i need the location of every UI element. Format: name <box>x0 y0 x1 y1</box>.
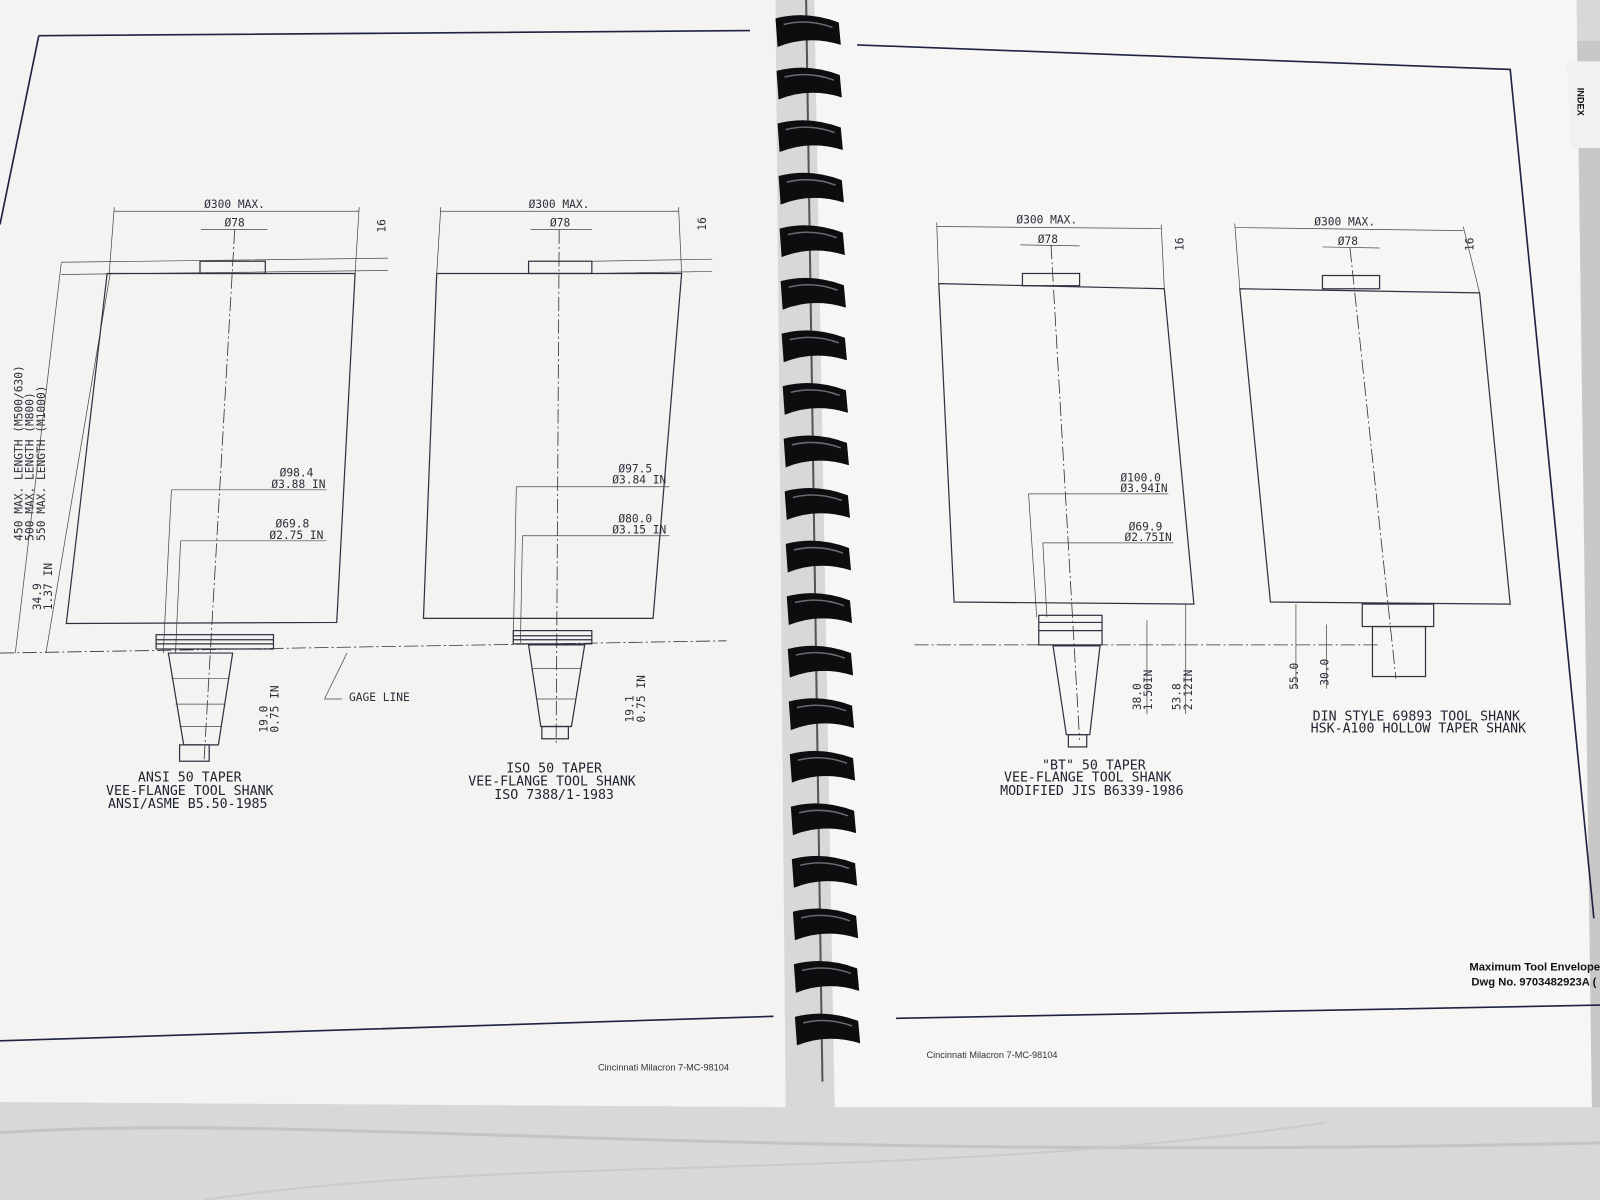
dim-text: Ø78 <box>1038 233 1059 246</box>
dim-text: 16 <box>376 219 389 233</box>
page-border <box>0 29 774 1042</box>
dim-text: Ø78 <box>224 217 245 230</box>
dim-text: Ø2.75IN <box>1124 531 1171 544</box>
length-note: 550 MAX. LENGTH (M1000) <box>35 385 48 540</box>
dim-text: Ø78 <box>1338 235 1359 248</box>
dim-text: 1.50IN <box>1142 670 1155 711</box>
drawing-caption: "BT" 50 TAPER <box>1042 758 1146 773</box>
gage-line <box>0 640 727 654</box>
drawing-bt-50: Ø300 MAX. Ø78 16 Ø100.0 Ø3.94IN Ø69.9 Ø2… <box>936 213 1195 799</box>
binding-ring-highlight <box>783 21 833 29</box>
binding-ring-highlight <box>794 599 845 607</box>
binding-ring-highlight <box>792 494 843 502</box>
title-block-dwg-no: Dwg No. 9703482923A ( <box>1471 977 1596 989</box>
drawing-caption: VEE-FLANGE TOOL SHANK <box>1004 771 1172 786</box>
dim-text: 53.8 <box>1171 683 1184 710</box>
dim-text: 19.0 <box>257 705 270 732</box>
dim-text: 16 <box>1174 237 1187 251</box>
drawing-caption: DIN STYLE 69893 TOOL SHANK <box>1313 709 1520 724</box>
drawing-caption: ISO 7388/1-1983 <box>494 788 614 803</box>
title-block-title: Maximum Tool Envelope <box>1469 961 1600 973</box>
binding-ring-highlight <box>791 441 842 449</box>
page-border <box>857 44 1600 1020</box>
comb-binding <box>775 0 861 1082</box>
dim-text: 55.0 <box>1288 663 1301 690</box>
binding-ring-highlight <box>793 546 844 554</box>
binding-ring-highlight <box>802 1019 853 1027</box>
drawing-caption: ISO 50 TAPER <box>506 761 602 776</box>
binding-ring-highlight <box>786 178 836 186</box>
drawing-ansi-50: Ø300 MAX. Ø78 16 Ø98.4 Ø3.88 IN Ø69.8 Ø2… <box>61 198 389 812</box>
binding-ring-highlight <box>800 914 851 922</box>
gage-line-label: GAGE LINE <box>349 691 410 704</box>
binding-ring-highlight <box>795 651 846 659</box>
dim-text: 30.0 <box>1319 658 1332 685</box>
dim-text: Ø98.4 <box>280 467 314 480</box>
binding-ring-highlight <box>790 389 841 397</box>
dim-text: Ø78 <box>550 217 571 230</box>
dim-text: 34.9 <box>31 583 44 610</box>
binding-ring-highlight <box>801 967 852 975</box>
binding-ring-highlight <box>787 231 838 239</box>
binding-ring-highlight <box>785 126 835 134</box>
dim-text: Ø100.0 <box>1120 472 1161 485</box>
length-note: 500 MAX. LENGTH (M800) <box>24 392 37 541</box>
dim-text: Ø97.5 <box>618 462 652 475</box>
dim-text: 16 <box>696 217 709 231</box>
dim-text: 0.75 IN <box>635 675 648 722</box>
drawing-iso-50: Ø300 MAX. Ø78 16 Ø97.5 Ø3.84 IN Ø80.0 Ø3… <box>422 198 713 803</box>
drawing-caption: HSK-A100 HOLLOW TAPER SHANK <box>1311 722 1526 737</box>
drawing-caption: VEE-FLANGE TOOL SHANK <box>106 784 274 799</box>
length-note: 450 MAX. LENGTH (M500/630) <box>12 365 25 541</box>
binding-ring-highlight <box>796 704 847 712</box>
binding-ring-highlight <box>798 809 849 817</box>
index-tab-label: INDEX <box>1576 88 1586 117</box>
dim-text: Ø80.0 <box>618 512 652 525</box>
dim-text: Ø300 MAX. <box>529 198 590 211</box>
binding-ring-highlight <box>799 862 850 870</box>
dim-text: Ø3.88 IN <box>271 478 325 491</box>
dim-text: 1.37 IN <box>42 563 55 610</box>
left-page: 450 MAX. LENGTH (M500/630) 500 MAX. LENG… <box>0 0 786 1108</box>
drawing-caption: MODIFIED JIS B6339-1986 <box>1000 784 1183 799</box>
dim-text: Ø300 MAX. <box>204 198 265 211</box>
drawing-caption: ANSI 50 TAPER <box>138 771 242 786</box>
dim-text: 38.0 <box>1131 683 1144 710</box>
index-tab[interactable]: INDEX <box>1566 61 1600 148</box>
right-page: INDEX Ø300 MAX. Ø78 16 Ø100.0 Ø3.94IN Ø6… <box>814 0 1600 1108</box>
dim-text: Ø3.94IN <box>1120 482 1167 495</box>
dim-text: 16 <box>1463 237 1476 251</box>
dim-text: 2.12IN <box>1182 670 1195 711</box>
dim-text: 0.75 IN <box>269 685 282 732</box>
drawing-hsk-a100: Ø300 MAX. Ø78 16 55.0 30.0 DIN STYLE 698… <box>1234 216 1526 737</box>
page-footer: Cincinnati Milacron 7-MC-98104 <box>927 1050 1058 1060</box>
binding-ring-highlight <box>784 73 834 81</box>
dim-text: Ø300 MAX. <box>1016 213 1077 226</box>
binding-ring-highlight <box>797 756 848 764</box>
dim-text: Ø69.8 <box>276 518 310 531</box>
dim-text: Ø3.84 IN <box>612 474 666 487</box>
binding-ring-highlight <box>788 284 839 292</box>
drawing-caption: ANSI/ASME B5.50-1985 <box>108 797 268 812</box>
dim-text: 19.1 <box>624 695 637 722</box>
binding-ring-highlight <box>789 336 840 344</box>
drawing-caption: VEE-FLANGE TOOL SHANK <box>468 775 636 790</box>
dim-text: Ø300 MAX. <box>1314 216 1375 229</box>
dim-text: Ø3.15 IN <box>612 524 666 537</box>
dim-text: Ø2.75 IN <box>269 529 323 542</box>
dim-text: Ø69.9 <box>1129 521 1163 534</box>
page-footer: Cincinnati Milacron 7-MC-98104 <box>598 1062 729 1072</box>
